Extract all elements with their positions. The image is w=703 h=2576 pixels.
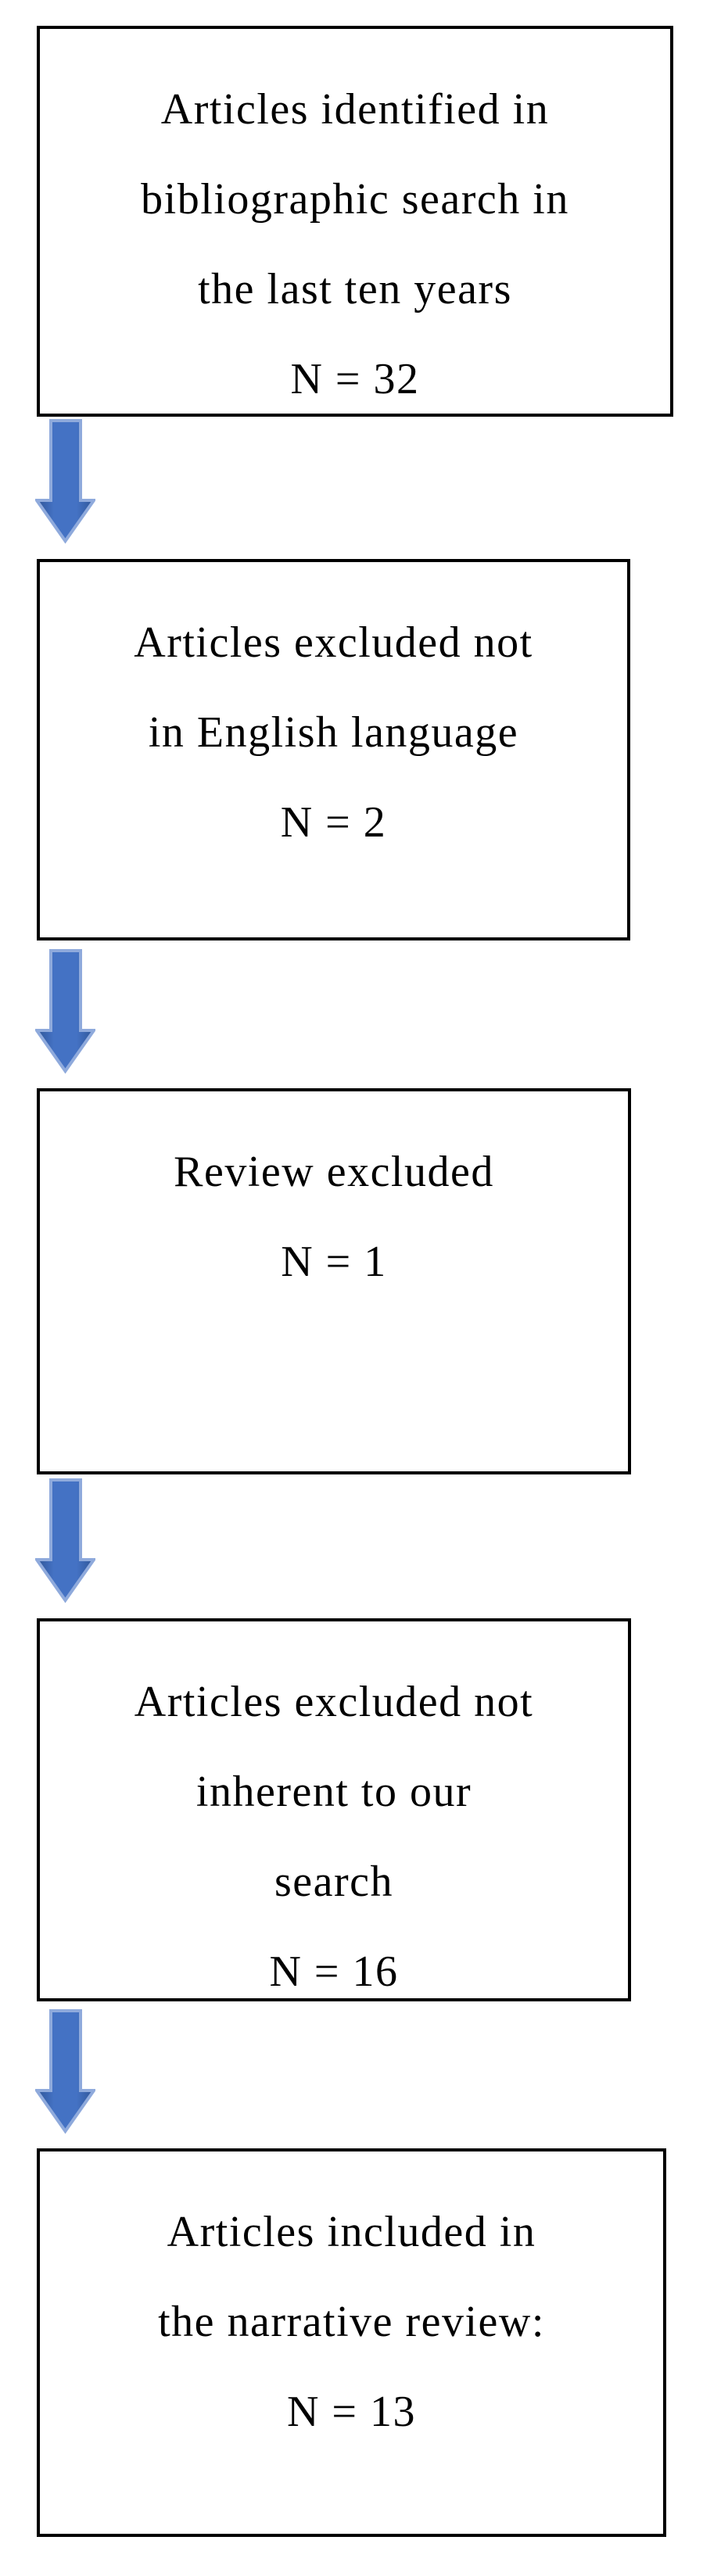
box-count-line: N = 32: [290, 355, 420, 403]
box-text-line: Articles excluded not: [134, 618, 533, 667]
box-text-line: inherent to our: [195, 1768, 472, 1816]
box-count-line: N = 16: [269, 1947, 399, 1996]
box-text-line: in English language: [148, 708, 519, 757]
down-arrow-icon: [35, 419, 95, 544]
box-text-line: Articles excluded not: [134, 1678, 534, 1726]
box-text-line: Review excluded: [174, 1148, 494, 1196]
flow-box-excluded-not-inherent: Articles excluded not inherent to our se…: [37, 1618, 631, 2001]
down-arrow-icon: [35, 949, 95, 1074]
box-text-line: the last ten years: [198, 265, 512, 313]
box-text-line: bibliographic search in: [141, 175, 569, 224]
box-text-line: the narrative review:: [158, 2298, 545, 2346]
box-text-line: Articles included in: [167, 2208, 536, 2256]
box-count-line: N = 2: [280, 798, 387, 847]
flow-box-articles-included: Articles included in the narrative revie…: [37, 2148, 666, 2537]
flow-box-review-excluded: Review excluded N = 1: [37, 1088, 631, 1474]
box-text-line: Articles identified in: [160, 85, 550, 134]
flow-box-excluded-language: Articles excluded not in English languag…: [37, 559, 630, 940]
down-arrow-icon: [35, 2009, 95, 2134]
box-count-line: N = 13: [286, 2388, 417, 2436]
down-arrow-icon: [35, 1478, 95, 1603]
box-count-line: N = 1: [281, 1238, 387, 1286]
box-text-line: search: [274, 1858, 393, 1906]
flow-box-articles-identified: Articles identified in bibliographic sea…: [37, 26, 673, 417]
